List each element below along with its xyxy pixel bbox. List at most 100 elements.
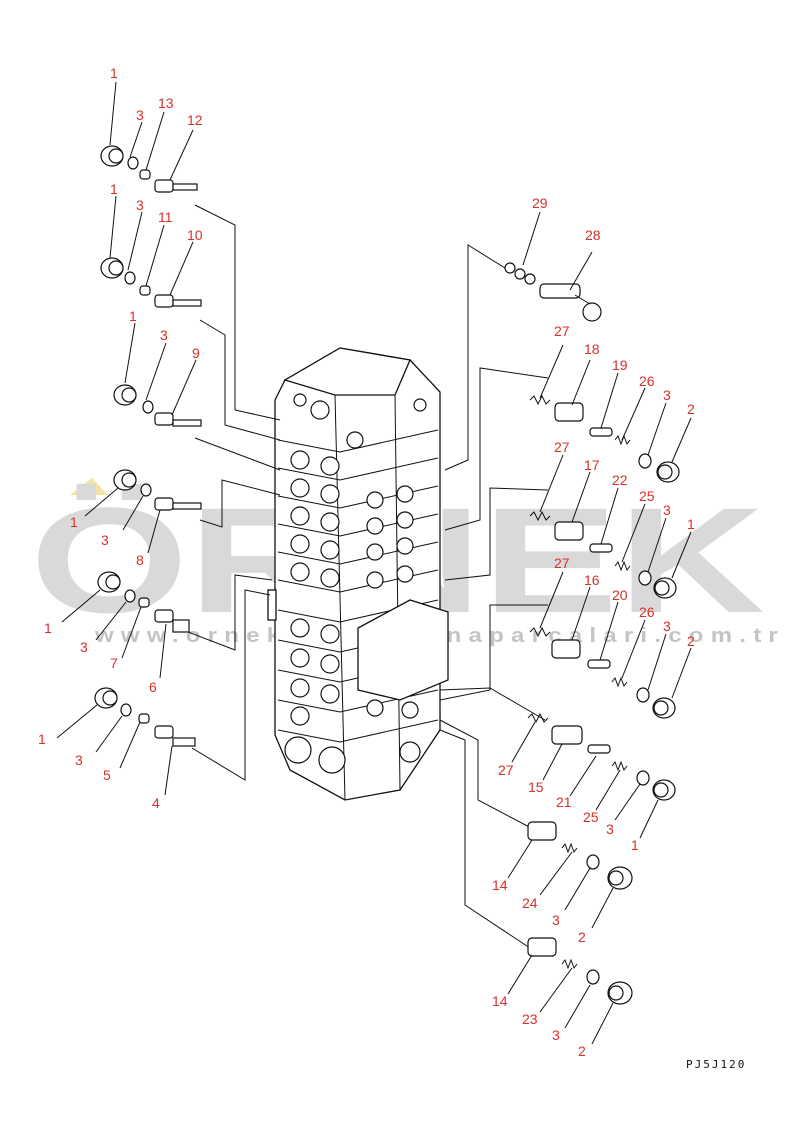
o-ring	[638, 453, 652, 469]
o-ring	[140, 483, 152, 497]
valve-14	[527, 937, 557, 957]
valve-spool	[154, 497, 202, 511]
callout-label: 8	[136, 552, 144, 568]
valve-spool	[154, 294, 202, 308]
spring	[529, 394, 551, 406]
callout-label: 1	[129, 308, 137, 324]
plug-part	[113, 469, 137, 491]
o-ring	[636, 687, 650, 703]
plug-part	[607, 981, 633, 1005]
callout-label: 18	[584, 341, 600, 357]
o-ring	[586, 969, 600, 985]
callout-label: 26	[639, 604, 655, 620]
callout-label: 3	[160, 327, 168, 343]
o-ring	[636, 770, 650, 786]
plug-part	[94, 687, 118, 709]
valve-spool	[154, 725, 196, 747]
callout-label: 6	[149, 679, 157, 695]
callout-label: 16	[584, 572, 600, 588]
callout-label: 27	[498, 762, 514, 778]
callout-label: 14	[492, 993, 508, 1009]
callout-label: 25	[583, 809, 599, 825]
callout-label: 2	[578, 929, 586, 945]
callout-leaders	[56, 81, 692, 1045]
callout-label: 13	[158, 95, 174, 111]
control-valve-body	[267, 347, 449, 801]
callouts-left: 1 3 13 12 1 3 11 10 1 3 9 1 3 8 1 3 7 6 …	[38, 65, 203, 811]
spring	[529, 510, 551, 522]
callout-label: 23	[522, 1011, 538, 1027]
callout-label: 27	[554, 439, 570, 455]
leader-lines	[187, 204, 549, 949]
callout-label: 21	[556, 794, 572, 810]
callout-label: 9	[192, 345, 200, 361]
o-ring	[120, 703, 132, 717]
side-cover-plate	[357, 599, 449, 701]
plug-part	[652, 697, 676, 719]
callout-label: 26	[639, 373, 655, 389]
poppet	[139, 169, 151, 180]
spool-17	[554, 521, 584, 541]
spool-15	[551, 725, 583, 745]
valve-ports	[284, 393, 427, 774]
callout-label: 24	[522, 895, 538, 911]
callout-label: 1	[44, 620, 52, 636]
callout-label: 29	[532, 195, 548, 211]
callout-label: 1	[110, 181, 118, 197]
drawing-code: PJ5J120	[686, 1058, 746, 1071]
spool-28	[539, 283, 602, 322]
callout-label: 1	[110, 65, 118, 81]
valve-14	[527, 821, 557, 841]
o-ring	[124, 271, 136, 285]
rod-20	[587, 659, 611, 669]
spring	[611, 676, 628, 688]
spring	[527, 712, 549, 724]
valve-spool	[154, 609, 190, 633]
rod-22	[589, 543, 613, 553]
o-ring	[142, 400, 154, 414]
poppet	[138, 713, 150, 724]
spring	[561, 842, 578, 854]
callout-label: 4	[152, 795, 160, 811]
callout-label: 3	[80, 639, 88, 655]
spring	[529, 626, 551, 638]
callout-label: 11	[158, 209, 173, 225]
poppet	[139, 285, 151, 296]
callout-label: 15	[528, 779, 544, 795]
callout-label: 17	[584, 457, 600, 473]
rod-19	[589, 427, 613, 437]
valve-spool	[154, 179, 198, 193]
plug-part	[656, 461, 680, 483]
left-parts	[94, 145, 202, 747]
callout-label: 3	[663, 387, 671, 403]
callout-label: 14	[492, 877, 508, 893]
valve-spool	[154, 412, 202, 427]
o-ring	[638, 570, 652, 586]
poppet	[138, 597, 150, 608]
plug-part	[653, 577, 677, 599]
plug-part	[113, 384, 137, 406]
plug-part	[652, 779, 676, 801]
spool-18	[554, 402, 584, 422]
callout-label: 3	[606, 821, 614, 837]
callout-label: 7	[110, 655, 118, 671]
plug-part	[100, 257, 124, 279]
callout-label: 1	[70, 514, 78, 530]
callout-label: 27	[554, 323, 570, 339]
callout-label: 12	[187, 112, 203, 128]
o-ring	[127, 156, 139, 170]
rod-21	[587, 744, 611, 754]
callout-label: 2	[578, 1043, 586, 1059]
plug-part	[97, 571, 121, 593]
callout-label: 20	[612, 587, 628, 603]
callout-label: 27	[554, 555, 570, 571]
callout-label: 10	[187, 227, 203, 243]
callout-label: 1	[631, 837, 639, 853]
callout-label: 3	[663, 618, 671, 634]
o-ring	[124, 589, 136, 603]
plug-part	[607, 866, 633, 890]
spring	[561, 958, 578, 970]
callout-label: 3	[663, 502, 671, 518]
seal-set	[504, 262, 536, 285]
